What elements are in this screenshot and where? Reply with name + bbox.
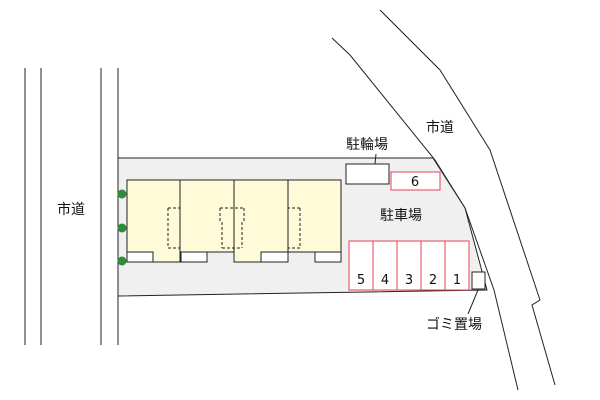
porch-2 <box>180 251 208 263</box>
parking-space-4 <box>372 240 398 291</box>
tree-icon <box>117 189 127 199</box>
right-road-edge-inner <box>379 9 556 386</box>
stair-1 <box>167 207 180 249</box>
building-unit-4 <box>287 179 342 263</box>
road-label-left: 市道 <box>57 202 85 218</box>
parking-label: 駐車場 <box>380 208 422 224</box>
stair-3 <box>288 207 301 249</box>
building-units <box>126 179 342 263</box>
tree-icon <box>117 223 127 233</box>
parking-space-1 <box>444 240 470 291</box>
parking-space-label: 1 <box>453 273 461 288</box>
parking-row: 5 4 3 2 1 <box>348 240 470 291</box>
road-label-right: 市道 <box>426 120 454 136</box>
garbage-box <box>471 271 486 290</box>
parking-space-label: 5 <box>357 273 365 288</box>
parking-space-label: 3 <box>405 273 413 288</box>
porch-3 <box>260 251 289 263</box>
building-unit-1 <box>126 179 181 263</box>
parking-space-3 <box>396 240 422 291</box>
building-unit-2 <box>179 179 235 263</box>
parking-space-label: 4 <box>381 273 389 288</box>
porch-4 <box>314 251 342 263</box>
stair-2 <box>219 207 245 249</box>
bicycle-parking-leader <box>374 153 377 165</box>
tree-icon <box>117 256 127 266</box>
building-unit-3 <box>233 179 289 263</box>
parking-space-6-label: 6 <box>411 175 419 190</box>
parking-space-label: 2 <box>429 273 437 288</box>
bicycle-parking-label: 駐輪場 <box>346 137 388 153</box>
parking-space-6 <box>390 171 441 191</box>
garbage-leader <box>467 289 479 315</box>
porch-1 <box>126 251 154 263</box>
bicycle-parking-box <box>345 163 390 185</box>
garbage-label: ゴミ置場 <box>426 317 482 333</box>
parking-space-5 <box>348 240 374 291</box>
